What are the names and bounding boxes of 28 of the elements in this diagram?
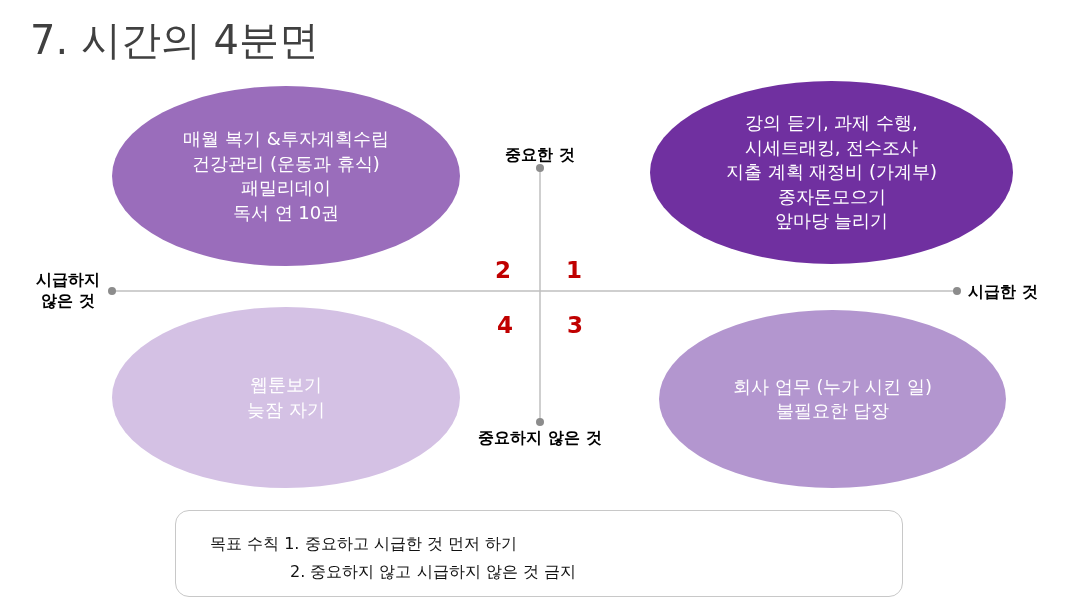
- quadrant-number: 1: [566, 256, 582, 286]
- task-text: 독서 연 10권: [232, 200, 340, 225]
- task-text: 앞마당 늘리기: [774, 209, 889, 234]
- rule-text: 목표 수칙 1. 중요하고 시급한 것 먼저 하기: [210, 534, 517, 554]
- task-text: 강의 듣기, 과제 수행,: [745, 111, 918, 136]
- quadrant-ellipse: [112, 86, 460, 266]
- axis-label: 중요한 것: [505, 144, 575, 166]
- slide-title: 7. 시간의 4분면: [30, 16, 320, 64]
- axis-label: 중요하지 않은 것: [478, 427, 602, 449]
- task-text: 웹툰보기: [250, 373, 322, 397]
- task-text: 매월 복기 &투자계획수립: [183, 127, 389, 151]
- task-text: 회사 업무 (누가 시킨 일): [733, 374, 932, 399]
- task-text: 종자돈모으기: [777, 184, 886, 209]
- axis-label: 시급하지 않은 것: [35, 270, 101, 312]
- task-text: 늦잠 자기: [247, 397, 325, 422]
- task-text: 시세트래킹, 전수조사: [744, 135, 919, 160]
- quadrant-number: 2: [495, 256, 511, 286]
- quadrant-ellipse: [112, 307, 460, 488]
- task-text: 지출 계획 재정비 (가계부): [725, 160, 938, 185]
- task-text: 불필요한 답장: [775, 399, 890, 423]
- quadrant-number: 3: [567, 311, 583, 341]
- quadrant-number: 4: [497, 311, 513, 341]
- task-text: 건강관리 (운동과 휴식): [192, 151, 380, 176]
- axis-label: 시급한 것: [968, 281, 1038, 303]
- rule-text: 2. 중요하지 않고 시급하지 않은 것 금지: [290, 562, 576, 582]
- quadrant-ellipse: [650, 81, 1013, 264]
- quadrant-ellipse: [659, 310, 1006, 488]
- task-text: 패밀리데이: [241, 176, 331, 200]
